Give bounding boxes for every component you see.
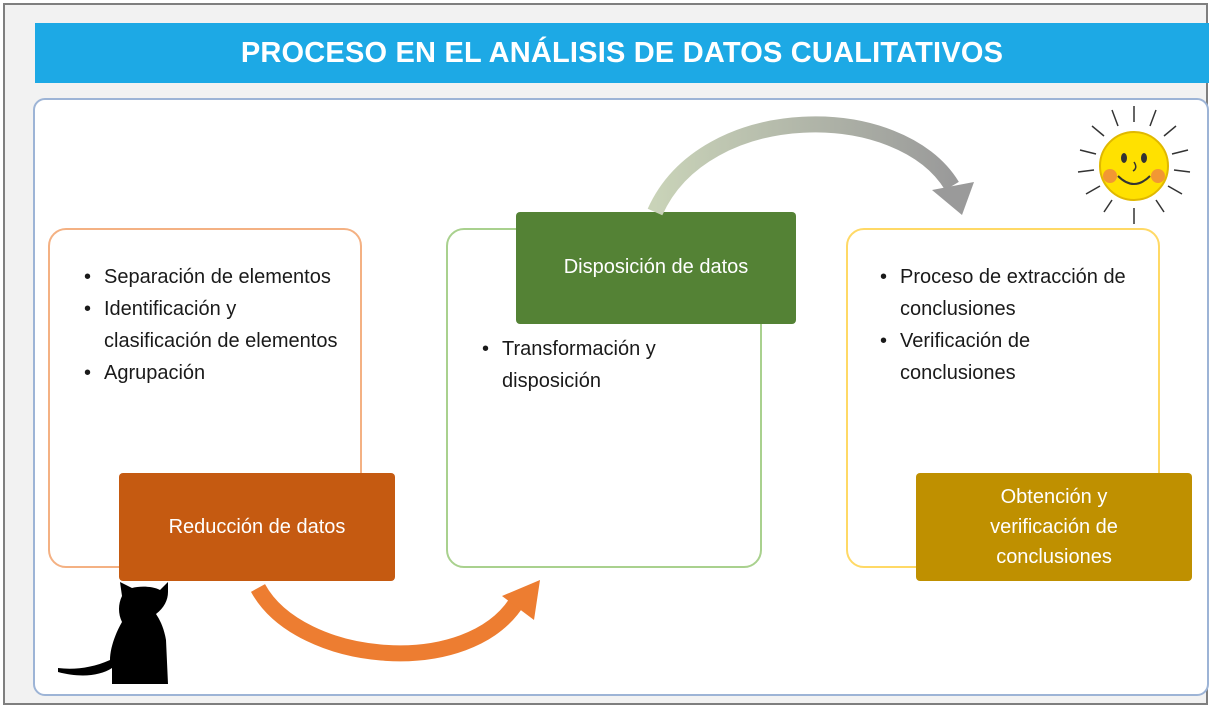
stage-reduccion-item: Identificación y clasificación de elemen… xyxy=(82,293,342,357)
stage-conclusiones-item: Verificación de conclusiones xyxy=(878,325,1138,389)
stage-conclusiones-item: Proceso de extracción de conclusiones xyxy=(878,261,1138,325)
diagram-title: PROCESO EN EL ANÁLISIS DE DATOS CUALITAT… xyxy=(35,23,1209,83)
stage-reduccion-label-text: Reducción de datos xyxy=(168,516,346,538)
stage-conclusiones-list: Proceso de extracción de conclusiones Ve… xyxy=(878,261,1138,389)
stage-conclusiones-label-text: Obtención y verificación de conclusiones xyxy=(990,486,1118,568)
stage-disposicion-label: Disposición de datos xyxy=(516,212,796,324)
arrow-orange-curve xyxy=(250,580,540,662)
stage-reduccion-item: Agrupación xyxy=(82,357,342,389)
cat-silhouette-icon xyxy=(58,582,168,684)
stage-reduccion-list: Separación de elementos Identificación y… xyxy=(82,261,342,389)
stage-disposicion-list: Transformación y disposición xyxy=(480,333,720,397)
title-text: PROCESO EN EL ANÁLISIS DE DATOS CUALITAT… xyxy=(240,36,1004,69)
stage-disposicion-item: Transformación y disposición xyxy=(480,333,720,397)
sun-icon xyxy=(1077,106,1191,224)
stage-disposicion-label-text: Disposición de datos xyxy=(563,256,749,278)
arrow-gray-curve xyxy=(647,116,974,216)
stage-conclusiones-label: Obtención y verificación de conclusiones xyxy=(916,473,1192,581)
stage-reduccion-item: Separación de elementos xyxy=(82,261,342,293)
stage-reduccion-label: Reducción de datos xyxy=(119,473,395,581)
